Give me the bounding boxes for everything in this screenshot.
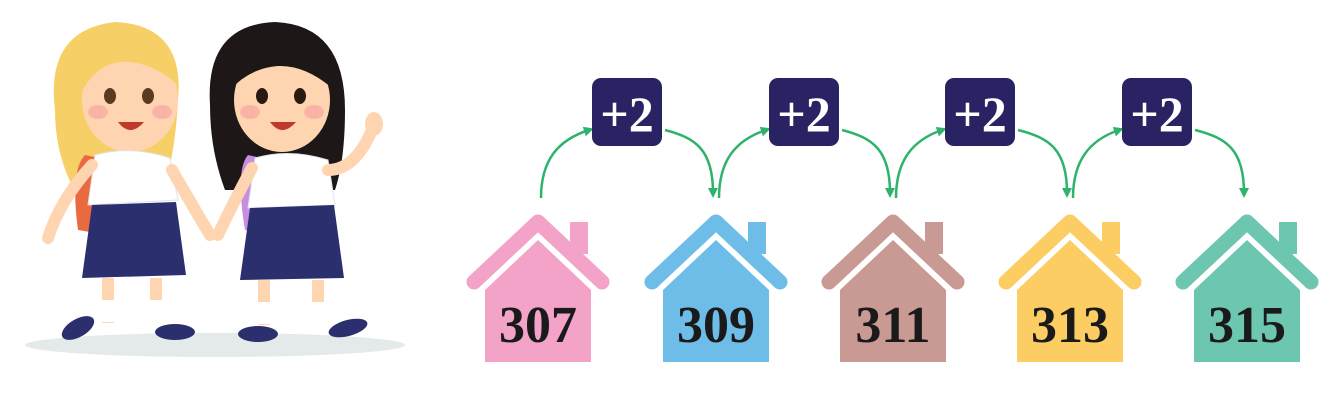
arrow-down [1017, 128, 1072, 198]
houses: 307 309 311 313 315 [466, 214, 1319, 362]
dark-haired-girl [209, 22, 383, 342]
step-badge-box [945, 78, 1015, 146]
step-label: +2 [777, 86, 831, 142]
arrow-up [717, 126, 771, 199]
house-315: 315 [1175, 214, 1319, 362]
house-311: 311 [821, 214, 965, 362]
house-number: 313 [1031, 297, 1109, 354]
step-badge-box [592, 78, 662, 146]
step-badges: +2 +2 +2 +2 [592, 78, 1192, 146]
house-number: 307 [499, 297, 577, 354]
house-body [663, 240, 769, 362]
step-badge: +2 [945, 78, 1015, 146]
arrow-down [1194, 128, 1249, 198]
house-307: 307 [466, 214, 610, 362]
house-313: 313 [998, 214, 1142, 362]
arrow-down [841, 128, 895, 198]
house-body [840, 240, 946, 362]
step-label: +2 [600, 86, 654, 142]
house-roof [821, 214, 965, 290]
house-body [485, 240, 591, 362]
step-badge: +2 [769, 78, 839, 146]
arrows [539, 126, 1249, 199]
step-label: +2 [953, 86, 1007, 142]
house-roof [466, 214, 610, 290]
step-label: +2 [1130, 86, 1184, 142]
step-badge-box [1122, 78, 1192, 146]
arrow-up [539, 126, 594, 199]
house-number: 309 [677, 297, 755, 354]
step-badge: +2 [1122, 78, 1192, 146]
blonde-girl [42, 22, 216, 340]
house-number: 311 [855, 297, 930, 354]
arrow-up [894, 126, 947, 199]
house-roof [1175, 214, 1319, 290]
step-badge: +2 [592, 78, 662, 146]
arrow-down [664, 128, 718, 198]
ground-shadow [25, 333, 405, 357]
house-309: 309 [644, 214, 788, 362]
house-roof [998, 214, 1142, 290]
house-body [1194, 240, 1300, 362]
step-badge-box [769, 78, 839, 146]
schoolgirls-illustration [25, 22, 405, 357]
arrow-up [1071, 126, 1124, 199]
house-body [1017, 240, 1123, 362]
house-number: 315 [1208, 297, 1286, 354]
house-roof [644, 214, 788, 290]
